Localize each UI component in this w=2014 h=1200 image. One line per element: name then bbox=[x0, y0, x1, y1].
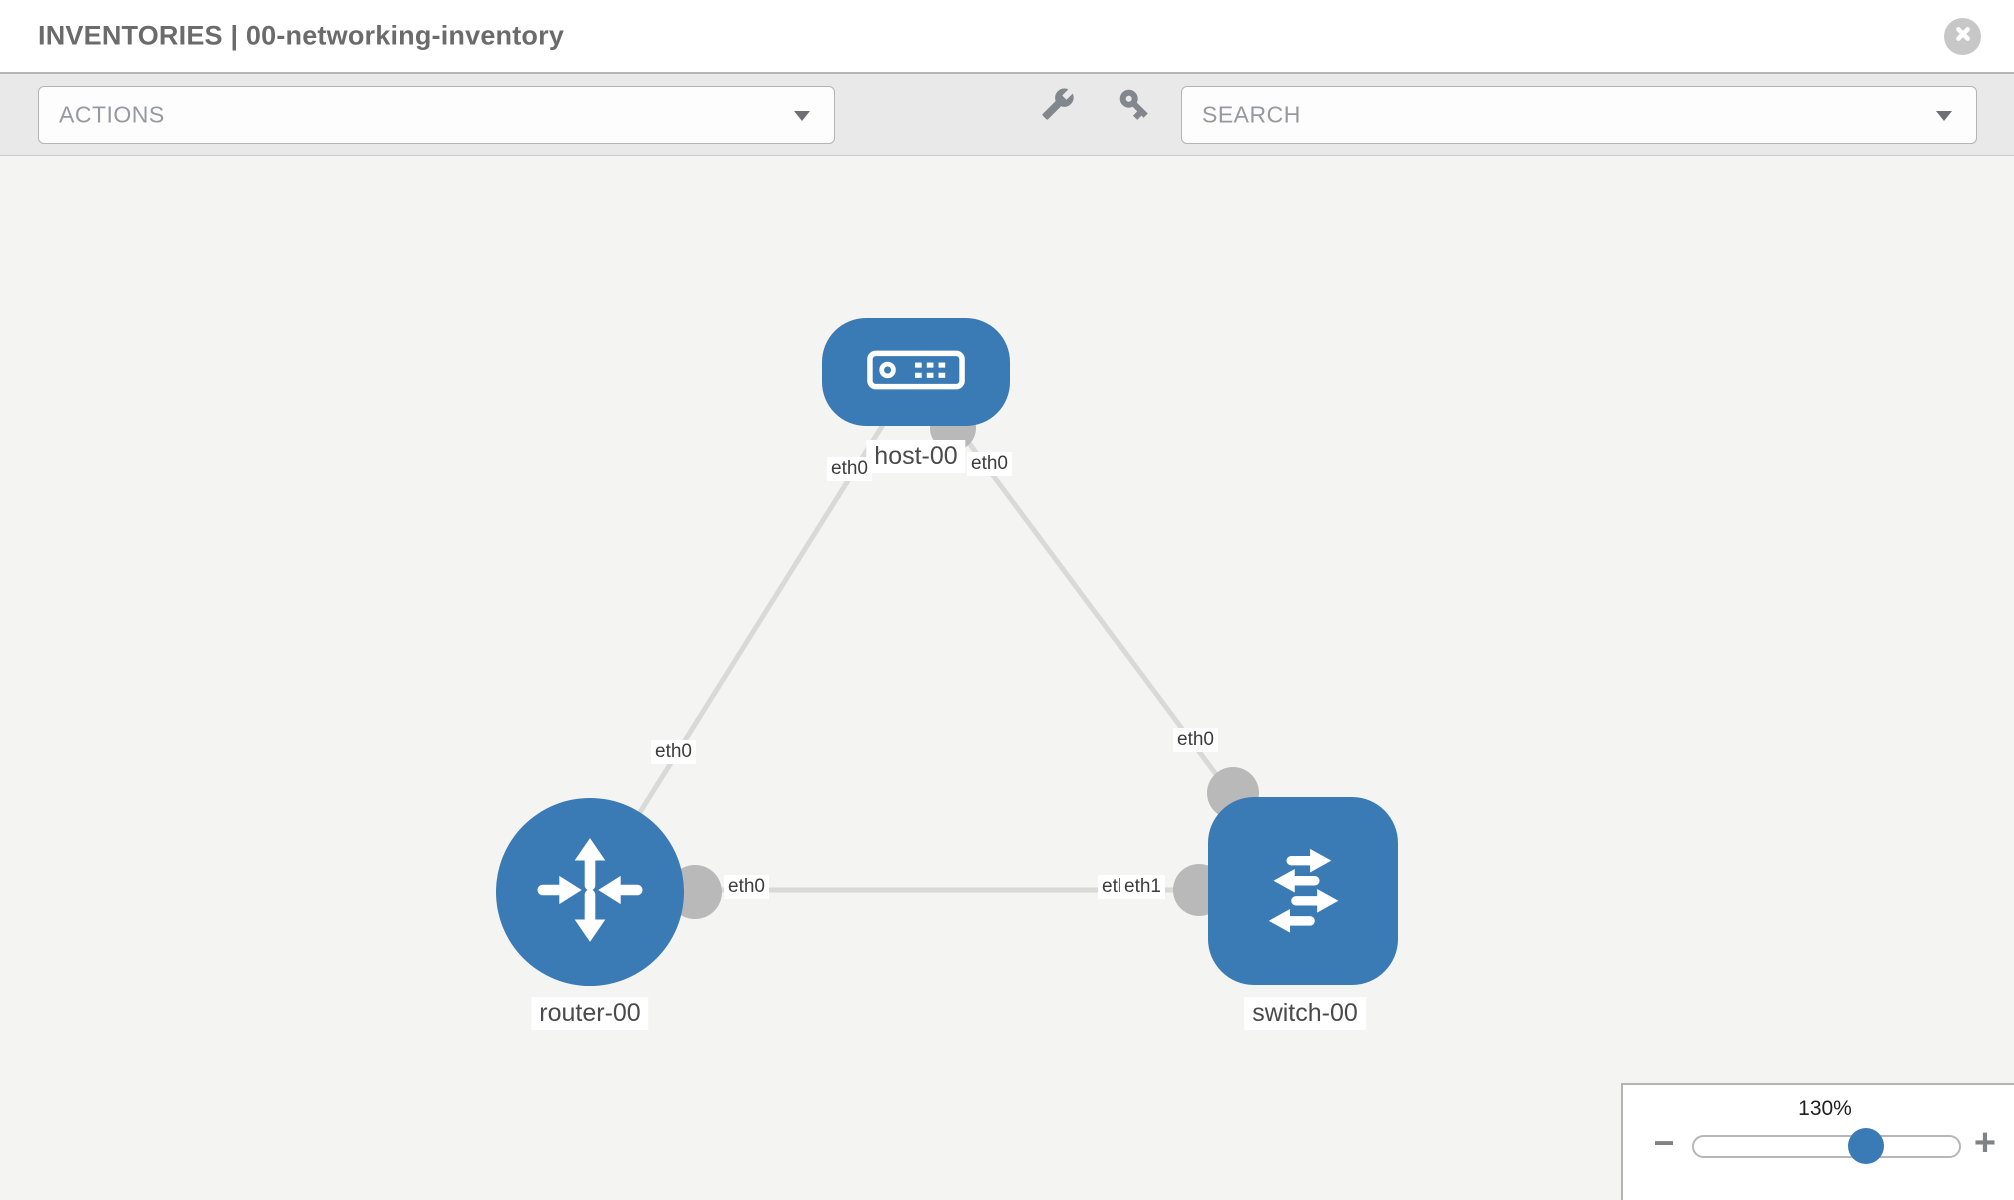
interface-label-host-right: eth0 bbox=[967, 452, 1012, 476]
zoom-out-button[interactable]: − bbox=[1653, 1122, 1675, 1163]
close-icon bbox=[1952, 23, 1974, 50]
chevron-down-icon bbox=[794, 111, 810, 121]
node-label-router: router-00 bbox=[531, 997, 649, 1030]
toolbar: ACTIONS SEARCH bbox=[0, 72, 2014, 156]
zoom-slider-track[interactable] bbox=[1692, 1135, 1961, 1158]
zoom-control-panel: 130% − + bbox=[1621, 1083, 2014, 1200]
actions-dropdown[interactable]: ACTIONS bbox=[38, 86, 835, 144]
host-icon bbox=[867, 350, 965, 395]
search-dropdown[interactable]: SEARCH bbox=[1181, 86, 1977, 144]
zoom-level-label: 130% bbox=[1798, 1097, 1852, 1120]
wrench-icon bbox=[1041, 87, 1075, 126]
node-switch-00[interactable] bbox=[1208, 797, 1398, 985]
zoom-slider-handle[interactable] bbox=[1848, 1128, 1884, 1164]
node-router-00[interactable] bbox=[496, 798, 684, 986]
interface-label-switch-top: eth0 bbox=[1173, 728, 1218, 752]
router-icon bbox=[531, 831, 649, 954]
chevron-down-icon bbox=[1936, 111, 1952, 121]
zoom-in-button[interactable]: + bbox=[1973, 1122, 1997, 1164]
topology-canvas[interactable]: host-00 router-00 switch-00 eth0 eth0 et… bbox=[0, 156, 2014, 1200]
interface-label-router-right: eth0 bbox=[724, 875, 769, 899]
configure-button[interactable] bbox=[1038, 86, 1078, 126]
key-icon bbox=[1116, 86, 1152, 127]
page-title: INVENTORIES | 00-networking-inventory bbox=[38, 20, 565, 51]
close-button[interactable] bbox=[1944, 18, 1981, 55]
interface-label-host-left: eth0 bbox=[827, 457, 872, 481]
actions-dropdown-label: ACTIONS bbox=[59, 101, 165, 128]
interface-label-switch-left-eth1: eth1 bbox=[1120, 875, 1165, 899]
topology-edges bbox=[587, 370, 1306, 894]
node-label-host: host-00 bbox=[866, 440, 966, 473]
credentials-button[interactable] bbox=[1114, 86, 1154, 126]
interface-label-router-top: eth0 bbox=[651, 740, 696, 764]
page-header: INVENTORIES | 00-networking-inventory bbox=[0, 0, 2014, 72]
search-dropdown-label: SEARCH bbox=[1202, 101, 1301, 128]
node-label-switch: switch-00 bbox=[1244, 997, 1366, 1030]
switch-icon bbox=[1243, 830, 1363, 953]
node-host-00[interactable] bbox=[822, 318, 1010, 426]
